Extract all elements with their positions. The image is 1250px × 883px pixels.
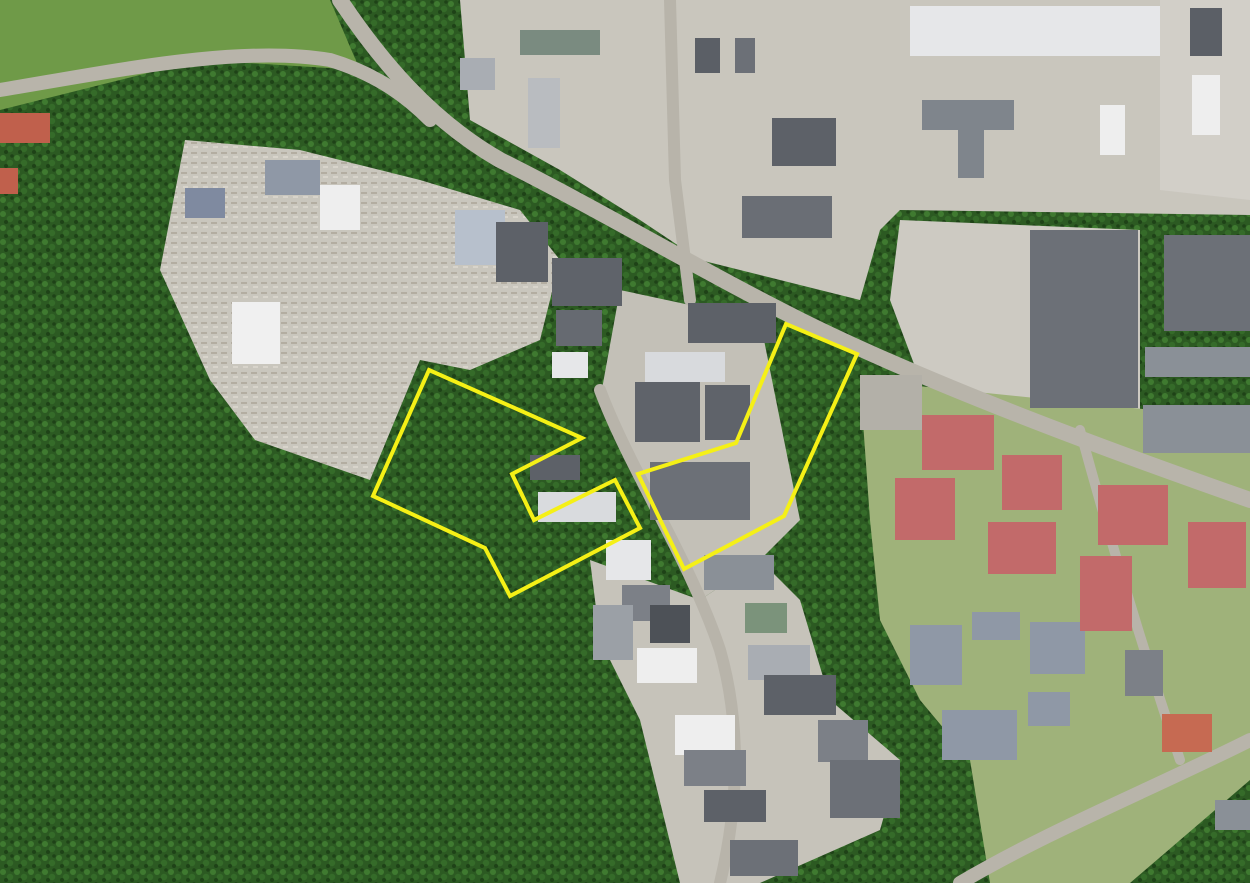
building [265,160,320,195]
building [910,625,962,685]
building [764,675,836,715]
building [988,522,1056,574]
building [830,760,900,818]
building [895,478,955,540]
building [637,648,697,683]
building [1028,692,1070,726]
building [528,78,560,148]
building [320,185,360,230]
building [538,492,616,522]
building [520,30,600,55]
building [552,352,588,378]
building [922,100,1014,130]
building [704,555,774,590]
building [552,258,622,306]
northwest-road [0,48,437,127]
east-parcel-boundary[interactable] [635,321,860,572]
building [684,750,746,786]
building [556,310,602,346]
building [1192,75,1220,135]
building [704,790,766,822]
marked-areas [370,321,860,599]
building [695,38,720,73]
building [1080,556,1132,631]
north-road [664,0,696,306]
building [942,710,1017,760]
building [1188,522,1246,588]
building [650,605,690,643]
building [748,645,810,680]
building [675,715,735,755]
building [460,58,495,90]
building [1215,800,1250,830]
building [958,130,984,178]
building [1190,8,1222,56]
building [650,462,750,520]
building [1143,405,1250,453]
building [772,118,836,166]
building [972,612,1020,640]
building [185,188,225,218]
building [860,375,922,430]
building [593,605,633,660]
building [735,38,755,73]
building [742,196,832,238]
main-road [332,0,1250,508]
building [730,840,798,876]
building [645,352,725,382]
building [1030,230,1138,408]
building [705,385,750,440]
building [922,415,994,470]
building [1100,105,1125,155]
building [688,303,776,343]
building [745,603,787,633]
southeast-road [953,733,1250,883]
building [606,540,651,580]
building [1002,455,1062,510]
building [232,302,280,364]
building [0,168,18,194]
building [635,382,700,442]
west-parcel-boundary[interactable] [370,367,643,599]
building [1145,347,1250,377]
building [496,222,548,282]
building [0,113,50,143]
building [1125,650,1163,696]
building [1164,235,1250,331]
north-industrial-yard [460,0,1250,300]
building [1030,622,1085,674]
building [818,720,868,762]
building [1098,485,1168,545]
building [910,6,1160,56]
building [1162,714,1212,752]
